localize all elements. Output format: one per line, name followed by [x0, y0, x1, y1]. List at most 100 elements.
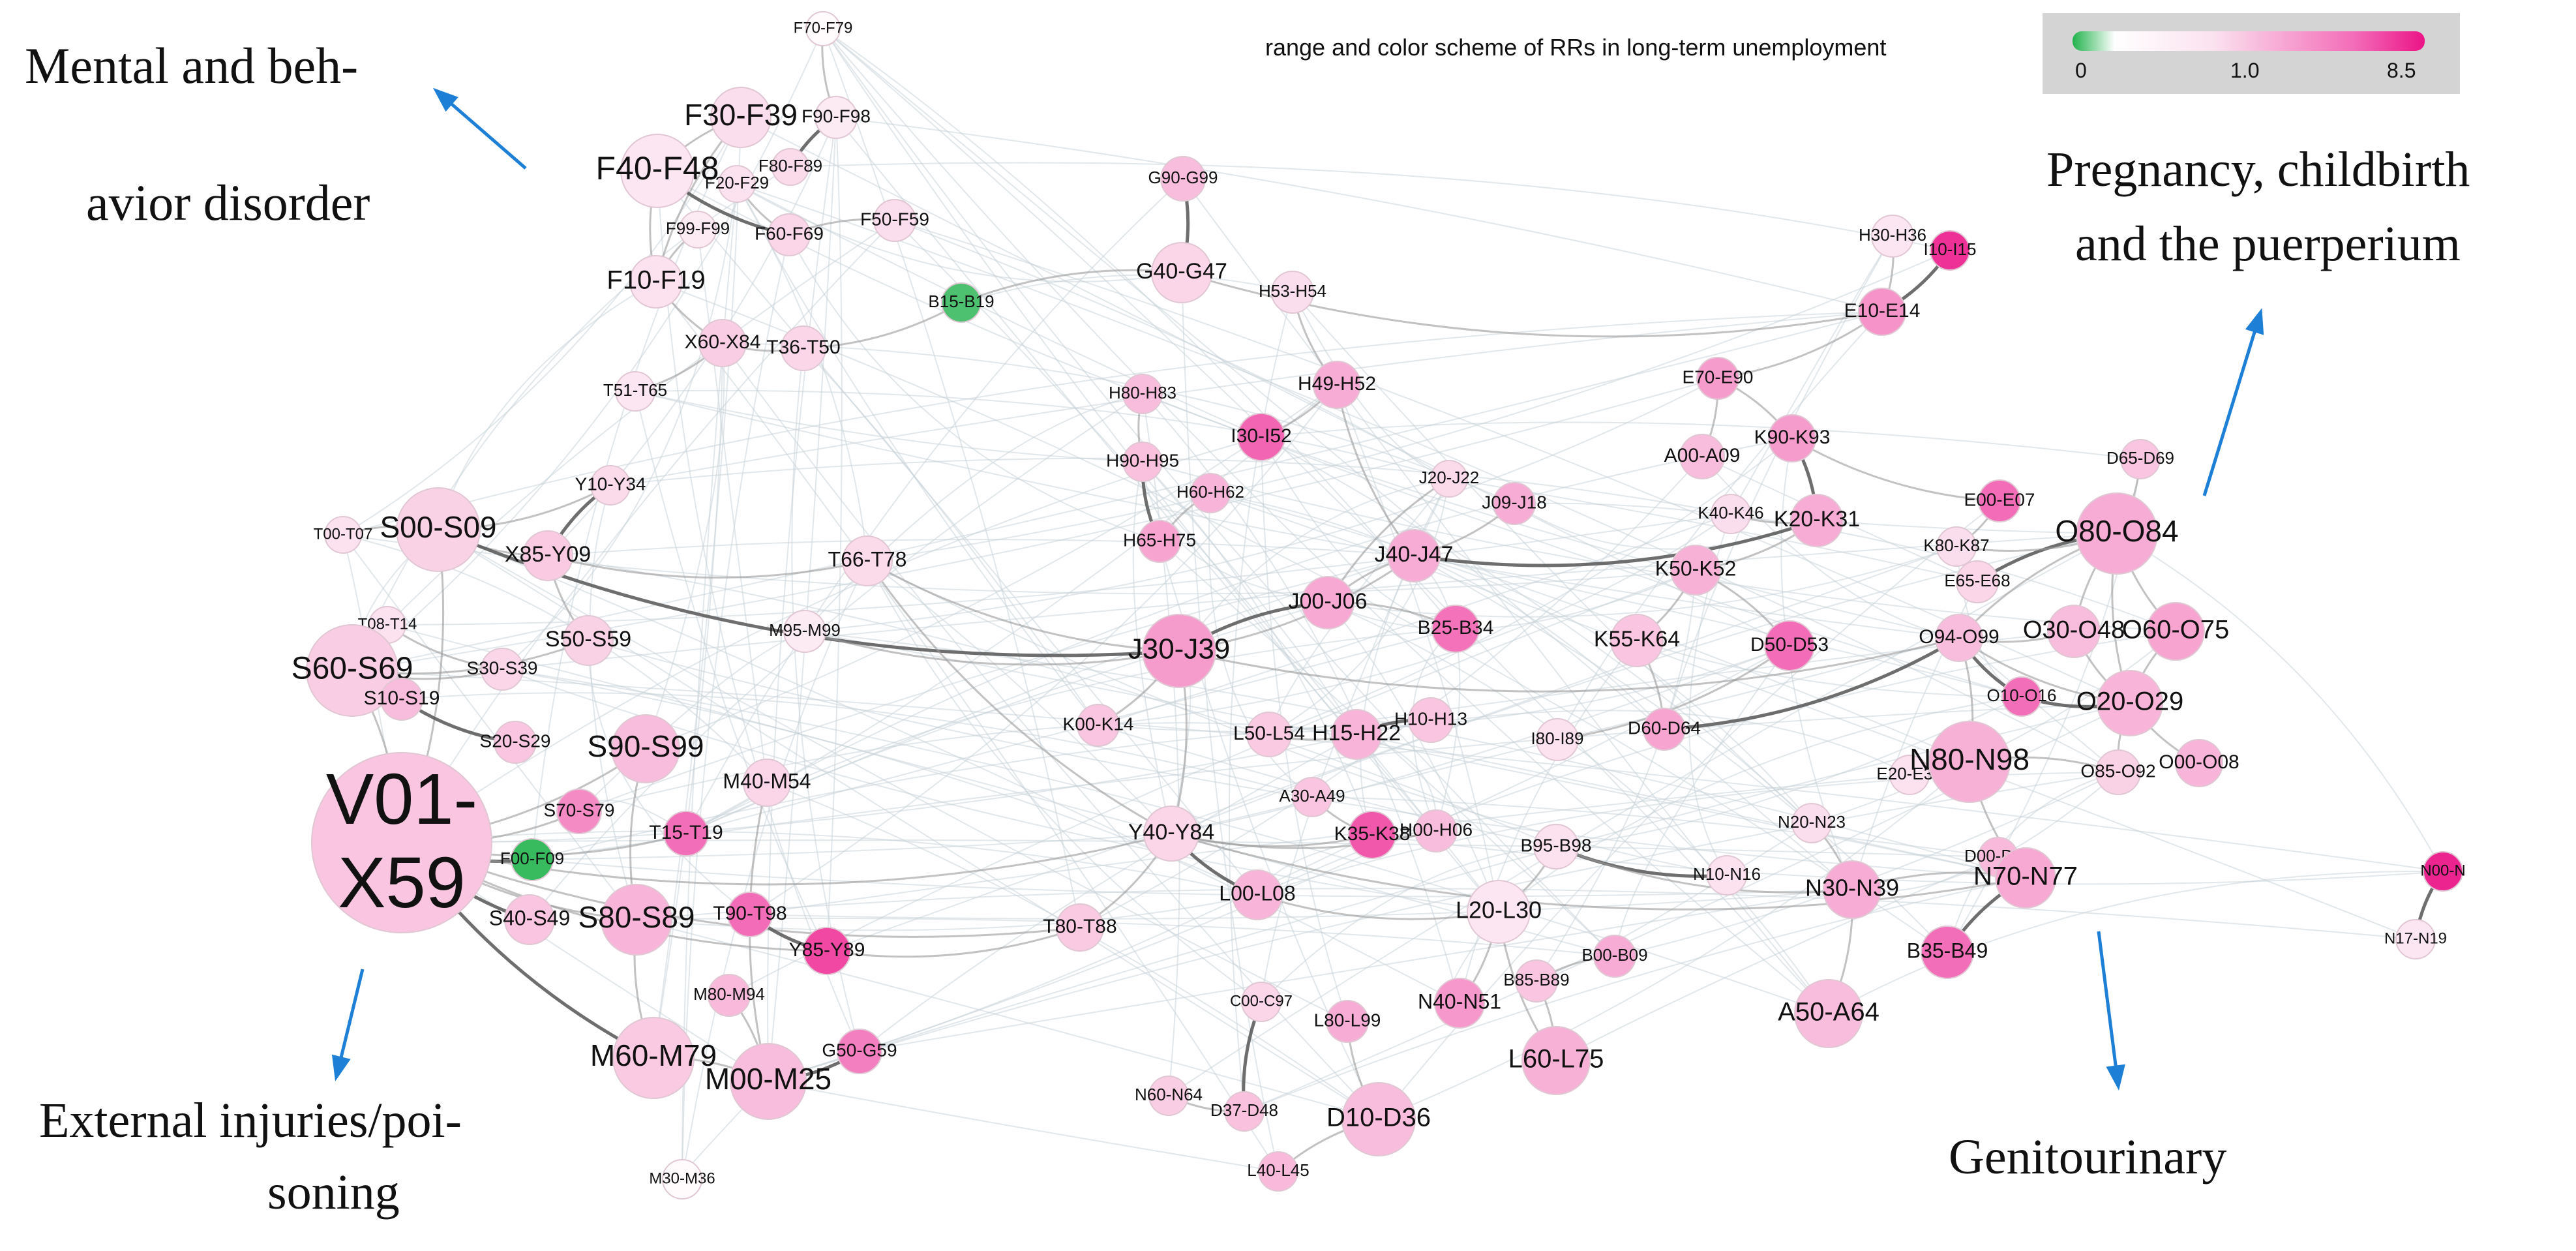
node-I30-I52[interactable]: I30-I52: [1231, 413, 1292, 461]
node-J30-J39[interactable]: J30-J39: [1128, 614, 1231, 688]
node-S30-S39[interactable]: S30-S39: [467, 648, 538, 691]
node-F70-F79[interactable]: F70-F79: [794, 11, 853, 46]
node-T51-T65[interactable]: T51-T65: [603, 371, 667, 412]
node-E70-E90[interactable]: E70-E90: [1683, 357, 1754, 400]
node-B95-B98[interactable]: B95-B98: [1521, 824, 1592, 869]
node-circle[interactable]: [1823, 860, 1881, 919]
node-circle[interactable]: [615, 371, 655, 412]
node-G50-G59[interactable]: G50-G59: [822, 1029, 897, 1074]
node-circle[interactable]: [2423, 851, 2463, 892]
node-B15-B19[interactable]: B15-B19: [928, 282, 995, 323]
node-circle[interactable]: [743, 759, 791, 807]
node-E65-E68[interactable]: E65-E68: [1944, 560, 2011, 603]
node-circle[interactable]: [1930, 230, 1970, 271]
node-circle[interactable]: [842, 535, 893, 586]
node-circle[interactable]: [1246, 712, 1292, 757]
node-circle[interactable]: [1610, 614, 1664, 667]
node-circle[interactable]: [522, 530, 573, 581]
node-L40-L45[interactable]: L40-L45: [1247, 1151, 1310, 1192]
node-circle[interactable]: [1764, 620, 1815, 671]
node-circle[interactable]: [504, 894, 555, 945]
node-T36-T50[interactable]: T36-T50: [766, 325, 841, 371]
node-A50-A64[interactable]: A50-A64: [1778, 979, 1880, 1048]
node-circle[interactable]: [710, 87, 771, 148]
node-circle[interactable]: [768, 213, 811, 256]
node-circle[interactable]: [2001, 676, 2042, 717]
node-D50-D53[interactable]: D50-D53: [1750, 620, 1829, 671]
node-circle[interactable]: [730, 1043, 807, 1120]
node-circle[interactable]: [1936, 526, 1977, 567]
node-circle[interactable]: [396, 487, 481, 572]
node-circle[interactable]: [1536, 718, 1579, 761]
node-E20-E35[interactable]: E20-E35: [1876, 755, 1943, 795]
node-N00-N08[interactable]: N00-N: [2420, 851, 2466, 892]
node-circle[interactable]: [1521, 1026, 1591, 1095]
node-circle[interactable]: [1995, 847, 2056, 909]
node-M80-M94[interactable]: M80-M94: [693, 974, 765, 1017]
node-circle[interactable]: [718, 165, 756, 203]
node-E00-E07[interactable]: E00-E07: [1964, 479, 2035, 522]
node-circle[interactable]: [1241, 982, 1281, 1022]
node-circle[interactable]: [306, 624, 398, 717]
node-circle[interactable]: [2175, 739, 2223, 787]
node-circle[interactable]: [771, 148, 809, 186]
node-circle[interactable]: [1871, 215, 1914, 258]
node-S90-S99[interactable]: S90-S99: [587, 714, 704, 783]
node-S00-S09[interactable]: S00-S09: [380, 487, 497, 572]
node-K50-K52[interactable]: K50-K52: [1655, 545, 1737, 595]
node-circle[interactable]: [708, 974, 751, 1017]
node-O80-O84[interactable]: O80-O84: [2055, 492, 2179, 575]
node-circle[interactable]: [2076, 492, 2158, 575]
node-L20-L30[interactable]: L20-L30: [1456, 880, 1542, 944]
node-circle[interactable]: [2097, 670, 2163, 736]
node-circle[interactable]: [1533, 824, 1579, 869]
node-K40-K46[interactable]: K40-K46: [1698, 494, 1764, 534]
node-J20-J22[interactable]: J20-J22: [1419, 460, 1480, 498]
node-circle[interactable]: [611, 714, 680, 783]
node-H53-H54[interactable]: H53-H54: [1259, 271, 1326, 314]
node-circle[interactable]: [1143, 806, 1199, 862]
node-A00-A09[interactable]: A00-A09: [1664, 434, 1741, 479]
node-circle[interactable]: [2047, 605, 2101, 658]
node-circle[interactable]: [556, 789, 602, 834]
node-circle[interactable]: [1224, 1091, 1265, 1132]
node-N70-N77[interactable]: N70-N77: [1973, 847, 2078, 909]
node-circle[interactable]: [698, 319, 747, 367]
node-F40-F48[interactable]: F40-F48: [596, 134, 719, 208]
node-K35-K38[interactable]: K35-K38: [1334, 811, 1411, 859]
node-I10-I15[interactable]: I10-I15: [1924, 230, 1977, 271]
node-circle[interactable]: [1232, 869, 1283, 920]
node-circle[interactable]: [1151, 242, 1212, 303]
node-O20-O29[interactable]: O20-O29: [2076, 670, 2184, 736]
node-circle[interactable]: [1271, 271, 1314, 314]
node-circle[interactable]: [1956, 560, 1999, 603]
node-N10-N16[interactable]: N10-N16: [1693, 855, 1761, 896]
node-X60-X84[interactable]: X60-X84: [685, 319, 761, 367]
node-circle[interactable]: [1148, 1076, 1189, 1116]
node-circle[interactable]: [1301, 576, 1355, 629]
node-O10-O16[interactable]: O10-O16: [1987, 676, 2057, 717]
node-circle[interactable]: [783, 610, 826, 653]
node-circle[interactable]: [380, 678, 423, 721]
node-V01-X59[interactable]: V01-X59: [311, 752, 492, 933]
node-circle[interactable]: [1593, 935, 1636, 978]
node-E10-E14[interactable]: E10-E14: [1844, 288, 1921, 336]
node-circle[interactable]: [1928, 721, 2011, 803]
node-circle[interactable]: [629, 255, 683, 309]
node-circle[interactable]: [1858, 288, 1906, 336]
node-circle[interactable]: [511, 838, 554, 881]
node-K55-K64[interactable]: K55-K64: [1594, 614, 1680, 667]
node-M00-M25[interactable]: M00-M25: [705, 1043, 831, 1120]
node-circle[interactable]: [1431, 605, 1480, 653]
node-circle[interactable]: [1387, 529, 1441, 582]
node-circle[interactable]: [1643, 708, 1686, 751]
node-C00-C97[interactable]: C00-C97: [1230, 982, 1293, 1022]
node-J40-J47[interactable]: J40-J47: [1375, 529, 1454, 582]
node-L50-L54[interactable]: L50-L54: [1233, 712, 1305, 757]
node-circle[interactable]: [620, 134, 695, 208]
node-D10-D36[interactable]: D10-D36: [1326, 1082, 1431, 1156]
node-L00-L08[interactable]: L00-L08: [1219, 869, 1296, 920]
node-Y85-Y89[interactable]: Y85-Y89: [789, 927, 865, 975]
node-circle[interactable]: [679, 211, 717, 249]
node-circle[interactable]: [1408, 697, 1454, 743]
